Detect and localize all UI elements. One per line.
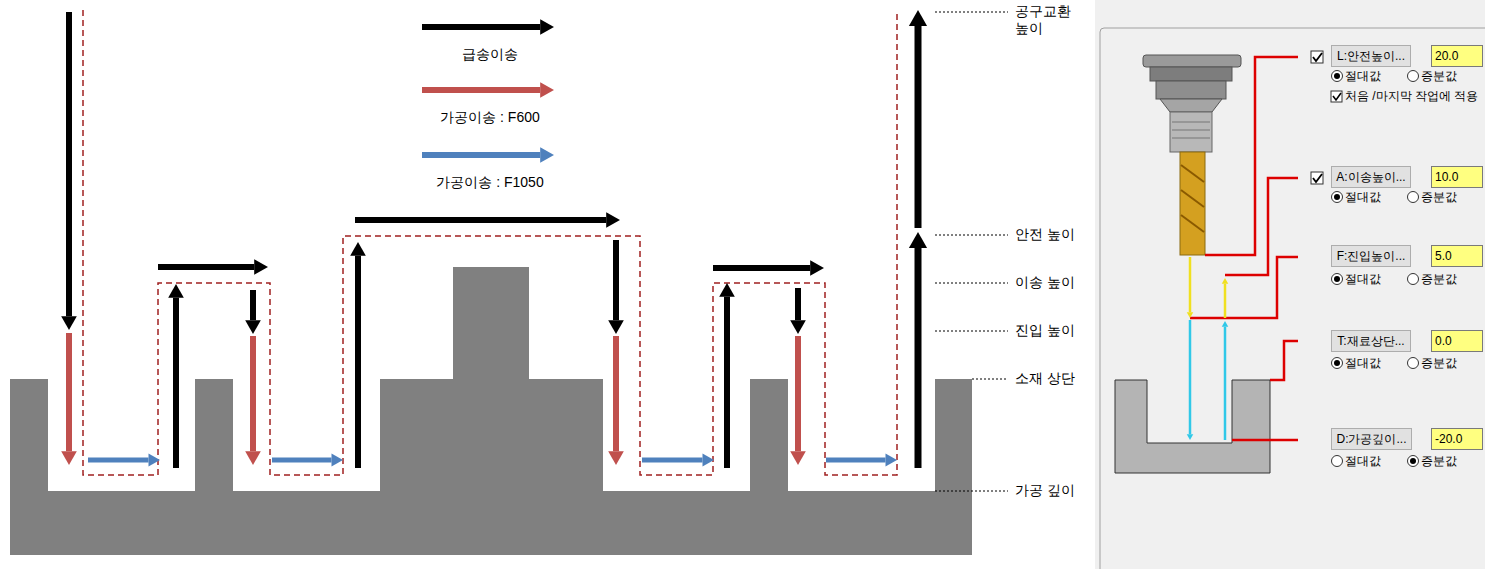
value-field: -20.0	[1431, 428, 1483, 450]
leader-lines	[935, 12, 1008, 491]
value-field: 20.0	[1431, 45, 1483, 67]
field-value: 0.0	[1435, 334, 1452, 348]
part-section	[1115, 380, 1270, 473]
dialog-button: T:재료상단...	[1331, 330, 1411, 352]
button-label: D:가공깊이...	[1336, 432, 1406, 446]
tool-path-outline	[83, 10, 897, 475]
dialog-button: L:안전높이...	[1331, 45, 1411, 67]
button-label: F:진입높이...	[1337, 249, 1406, 263]
dialog-button: A:이송높이...	[1331, 166, 1411, 188]
radio-label: 절대값	[1345, 355, 1381, 371]
checkbox-label: 처음 /마지막 작업에 적용	[1345, 88, 1478, 104]
value-field: 0.0	[1431, 330, 1483, 352]
button-label: A:이송높이...	[1336, 170, 1405, 184]
button-label: L:안전높이...	[1337, 49, 1405, 63]
radio-label: 증분값	[1421, 355, 1457, 371]
radio-label: 증분값	[1421, 189, 1457, 205]
dialog-panel	[1095, 0, 1485, 569]
radio-label: 증분값	[1421, 453, 1457, 469]
field-value: 10.0	[1435, 170, 1458, 184]
height-label: 가공 깊이	[1013, 482, 1077, 499]
height-label: 진입 높이	[1013, 322, 1077, 339]
legend-swatch	[418, 17, 558, 37]
field-value: 5.0	[1435, 249, 1452, 263]
value-field: 10.0	[1431, 166, 1483, 188]
height-label: 공구교환 높이	[1013, 3, 1079, 37]
dialog-leader-lines	[1190, 57, 1298, 440]
legend-label: 급송이송	[462, 45, 518, 63]
checkboxes	[1311, 51, 1342, 184]
legend-swatch	[418, 80, 558, 100]
height-label: 이송 높이	[1013, 274, 1077, 291]
dialog-button: F:진입높이...	[1331, 245, 1411, 267]
height-label: 안전 높이	[1013, 226, 1077, 243]
motion-arrows	[61, 10, 1228, 468]
dialog-frame	[1100, 28, 1485, 569]
legend-label: 가공이송 : F600	[440, 108, 540, 126]
legend-swatch	[418, 145, 558, 165]
tool-holder	[1143, 55, 1241, 255]
radio-buttons	[1332, 71, 1419, 467]
radio-label: 절대값	[1345, 453, 1381, 469]
radio-label: 절대값	[1345, 68, 1381, 84]
radio-label: 증분값	[1421, 271, 1457, 287]
workpiece-section	[10, 267, 972, 555]
radio-label: 절대값	[1345, 189, 1381, 205]
field-value: 20.0	[1435, 49, 1458, 63]
value-field: 5.0	[1431, 245, 1483, 267]
legend-label: 가공이송 : F1050	[436, 173, 543, 191]
radio-label: 절대값	[1345, 271, 1381, 287]
radio-label: 증분값	[1421, 68, 1457, 84]
dialog-button: D:가공깊이...	[1331, 428, 1412, 450]
field-value: -20.0	[1435, 432, 1462, 446]
height-label: 소재 상단	[1013, 370, 1077, 387]
button-label: T:재료상단...	[1337, 334, 1404, 348]
